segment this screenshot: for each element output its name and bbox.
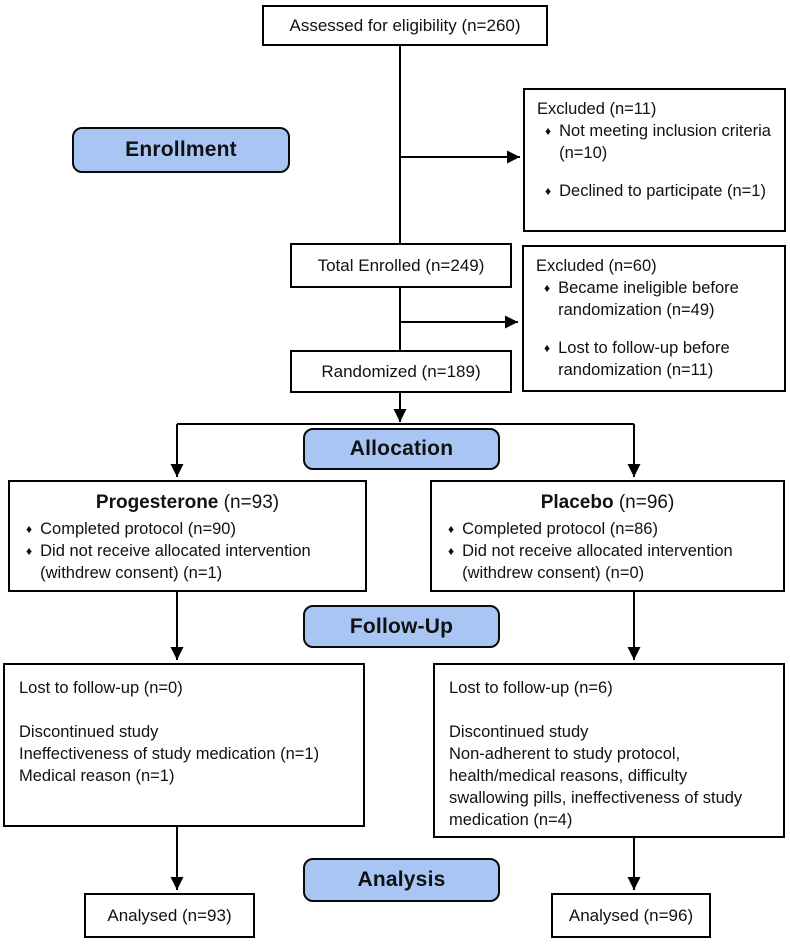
diamond-bullet-icon: ♦ — [544, 341, 551, 355]
assessed-eligibility-text: Assessed for eligibility (n=260) — [289, 15, 521, 35]
diamond-bullet-icon: ♦ — [448, 522, 455, 536]
randomized-box: Randomized (n=189) — [290, 350, 512, 393]
followup-progesterone-box: Lost to follow-up (n=0) Discontinued stu… — [3, 663, 365, 827]
followup-left-line: Medical reason (n=1) — [19, 767, 175, 785]
excluded-randomization-box: Excluded (n=60) ♦ Became ineligible befo… — [522, 245, 786, 392]
analysed-progesterone-text: Analysed (n=93) — [107, 905, 232, 925]
stage-label-enrollment-text: Enrollment — [125, 138, 237, 161]
excluded-enrollment-bullet-text: Not meeting inclusion criteria (n=10) — [559, 122, 771, 162]
stage-label-followup-text: Follow-Up — [349, 614, 454, 638]
progesterone-bullet-text: Did not receive allocated intervention (… — [40, 542, 311, 582]
stage-label-analysis: Analysis — [303, 858, 500, 902]
diamond-bullet-icon: ♦ — [544, 281, 551, 295]
excluded-enrollment-bullet-text: Declined to participate (n=1) — [559, 182, 766, 200]
spacer — [449, 699, 769, 721]
placebo-bullet: ♦ Did not receive allocated intervention… — [444, 540, 771, 584]
stage-label-followup: Follow-Up — [303, 605, 500, 648]
followup-left-line: Ineffectiveness of study medication (n=1… — [19, 745, 320, 763]
total-enrolled-text: Total Enrolled (n=249) — [317, 255, 485, 275]
excluded-randomization-bullet: ♦ Became ineligible before randomization… — [536, 277, 772, 321]
diamond-bullet-icon: ♦ — [26, 544, 33, 558]
placebo-bullet-text: Did not receive allocated intervention (… — [462, 542, 733, 582]
randomized-text: Randomized (n=189) — [321, 361, 481, 381]
stage-label-enrollment: Enrollment — [72, 127, 290, 173]
diamond-bullet-icon: ♦ — [26, 522, 33, 536]
assessed-eligibility-box: Assessed for eligibility (n=260) — [262, 5, 548, 46]
followup-right-line: swallowing pills, ineffectiveness of stu… — [449, 789, 743, 807]
progesterone-arm-header: Progesterone (n=93) — [22, 490, 353, 516]
followup-right-line: Discontinued study — [449, 723, 589, 741]
analysed-placebo-box: Analysed (n=96) — [551, 893, 711, 938]
progesterone-arm-n: (n=93) — [223, 492, 280, 513]
placebo-arm-box: Placebo (n=96) ♦ Completed protocol (n=8… — [430, 480, 785, 592]
excluded-randomization-bullet-text: Became ineligible before randomization (… — [558, 279, 739, 319]
placebo-arm-n: (n=96) — [618, 492, 675, 513]
placebo-bullet: ♦ Completed protocol (n=86) — [444, 518, 771, 540]
diamond-bullet-icon: ♦ — [545, 184, 552, 198]
excluded-enrollment-bullet: ♦ Declined to participate (n=1) — [537, 180, 772, 202]
followup-left-line: Discontinued study — [19, 723, 159, 741]
progesterone-bullet: ♦ Did not receive allocated intervention… — [22, 540, 353, 584]
excluded-enrollment-title: Excluded (n=11) — [537, 100, 657, 118]
followup-right-line: medication (n=4) — [449, 811, 573, 829]
excluded-randomization-bullet: ♦ Lost to follow-up before randomization… — [536, 337, 772, 381]
stage-label-allocation-text: Allocation — [349, 437, 454, 460]
stage-label-analysis-text: Analysis — [357, 868, 446, 891]
followup-right-line: health/medical reasons, difficulty — [449, 767, 688, 785]
excluded-randomization-title: Excluded (n=60) — [536, 257, 657, 275]
connector-group — [170, 46, 641, 890]
progesterone-bullet: ♦ Completed protocol (n=90) — [22, 518, 353, 540]
followup-right-line: Non-adherent to study protocol, — [449, 745, 681, 763]
placebo-arm-name: Placebo — [540, 492, 614, 513]
diamond-bullet-icon: ♦ — [448, 544, 455, 558]
excluded-enrollment-box: Excluded (n=11) ♦ Not meeting inclusion … — [523, 88, 786, 232]
followup-placebo-box: Lost to follow-up (n=6) Discontinued stu… — [433, 663, 785, 838]
progesterone-arm-name: Progesterone — [95, 492, 219, 513]
total-enrolled-box: Total Enrolled (n=249) — [290, 243, 512, 288]
progesterone-bullet-text: Completed protocol (n=90) — [40, 520, 236, 538]
diamond-bullet-icon: ♦ — [545, 124, 552, 138]
followup-right-lost: Lost to follow-up (n=6) — [449, 679, 613, 697]
placebo-arm-header: Placebo (n=96) — [444, 490, 771, 516]
spacer — [19, 699, 349, 721]
placebo-bullet-text: Completed protocol (n=86) — [462, 520, 658, 538]
analysed-placebo-text: Analysed (n=96) — [568, 905, 694, 925]
progesterone-arm-box: Progesterone (n=93) ♦ Completed protocol… — [8, 480, 367, 592]
excluded-randomization-bullet-text: Lost to follow-up before randomization (… — [558, 339, 730, 379]
stage-label-allocation: Allocation — [303, 428, 500, 470]
analysed-progesterone-box: Analysed (n=93) — [84, 893, 255, 938]
followup-left-lost: Lost to follow-up (n=0) — [19, 679, 183, 697]
excluded-enrollment-bullet: ♦ Not meeting inclusion criteria (n=10) — [537, 120, 772, 164]
